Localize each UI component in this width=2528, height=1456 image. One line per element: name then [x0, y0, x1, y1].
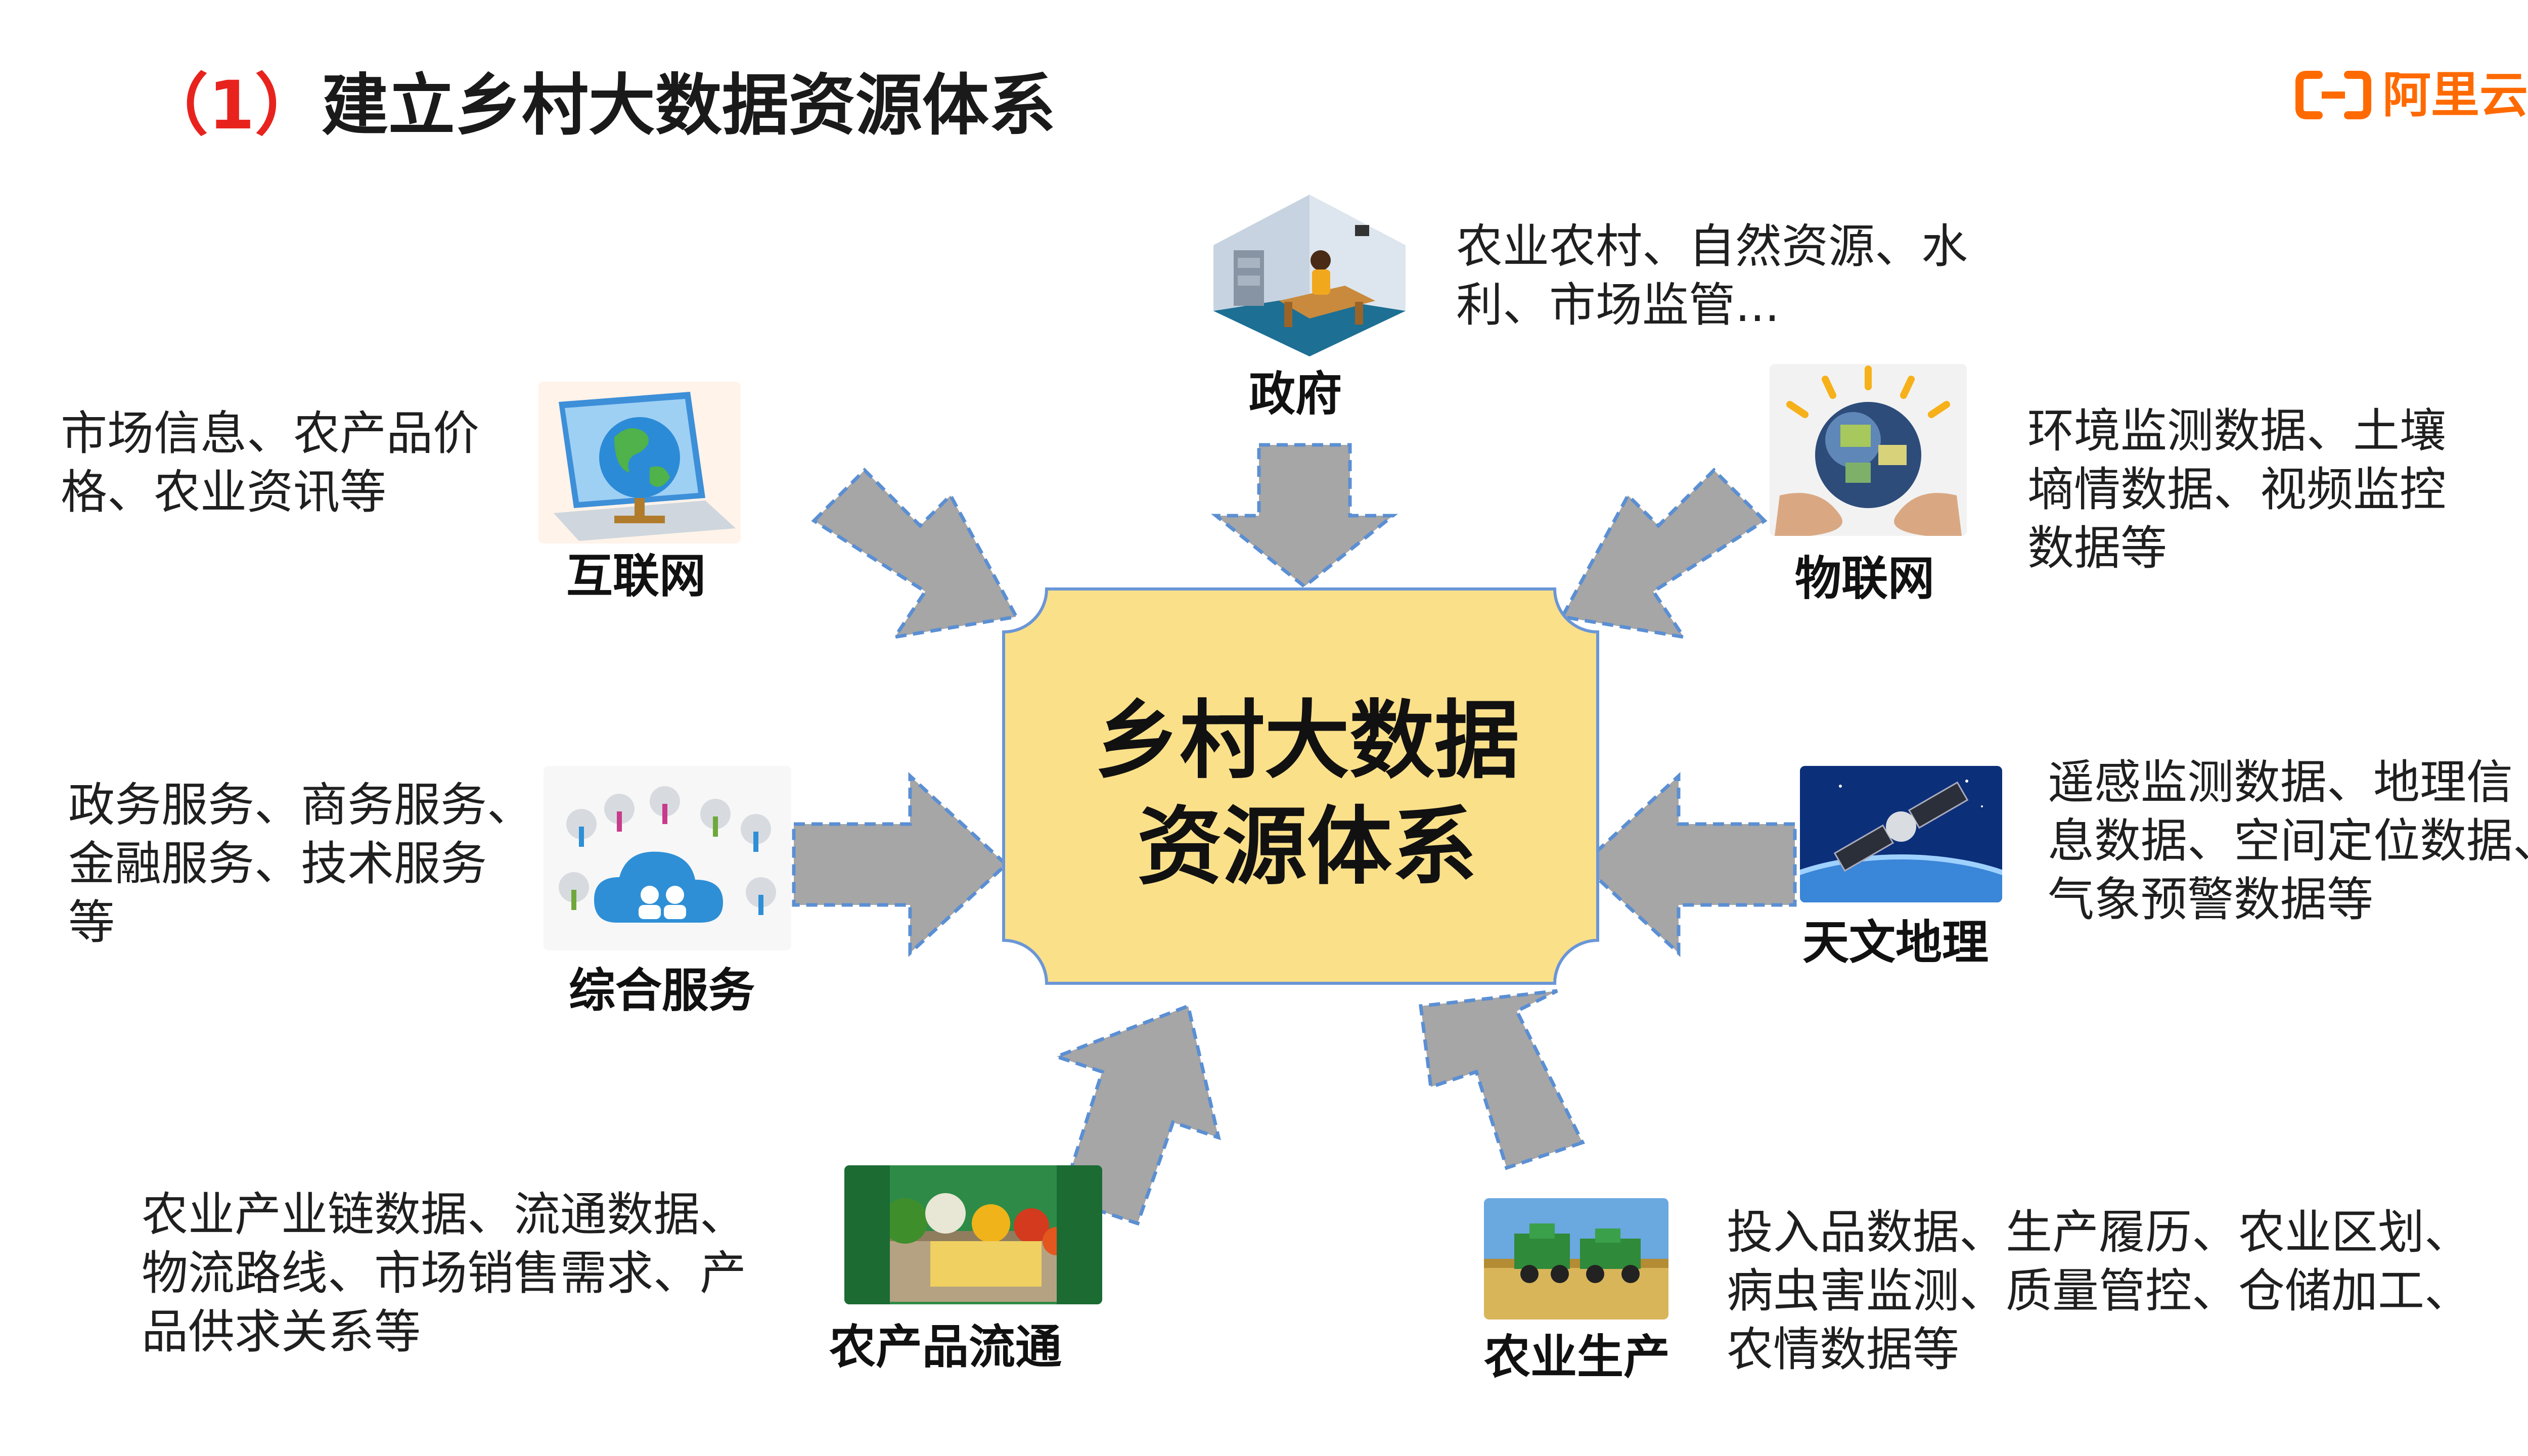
- desc-circulation-line-1: 农业产业链数据、流通数据、: [142, 1188, 747, 1242]
- desc-gov-line-2: 利、市场监管...: [1456, 278, 1780, 332]
- desc-internet: 市场信息、农产品价 格、农业资讯等: [61, 404, 479, 522]
- aliyun-logo: 阿里云: [2295, 71, 2528, 119]
- desc-services-line-2: 金融服务、技术服务: [68, 836, 487, 891]
- desc-services: 政务服务、商务服务、 金融服务、技术服务 等: [68, 776, 533, 952]
- label-production: 农业生产: [1484, 1330, 1671, 1384]
- arrow-gov: [1211, 443, 1398, 589]
- arrow-production: [1419, 989, 1585, 1170]
- desc-iot-line-3: 数据等: [2027, 521, 2168, 575]
- title-number: （1）: [142, 67, 322, 145]
- desc-iot-line-2: 墒情数据、视频监控: [2027, 462, 2447, 517]
- label-internet: 互联网: [566, 549, 706, 603]
- desc-circulation: 农业产业链数据、流通数据、 物流路线、市场销售需求、产 品供求关系等: [142, 1186, 746, 1361]
- cloud-network-icon: [544, 766, 791, 950]
- center-line-2: 资源体系: [1137, 797, 1477, 896]
- desc-services-line-3: 等: [68, 895, 115, 949]
- arrow-services: [792, 772, 1009, 957]
- desc-gov-line-1: 农业农村、自然资源、水: [1456, 219, 1968, 274]
- arrow-iot: [1559, 468, 1768, 640]
- desc-internet-line-1: 市场信息、农产品价: [61, 406, 480, 461]
- label-services: 综合服务: [569, 964, 755, 1018]
- label-gov: 政府: [1249, 367, 1342, 421]
- desc-production: 投入品数据、生产履历、农业区划、 病虫害监测、质量管控、仓储加工、 农情数据等: [1727, 1203, 2471, 1379]
- desc-circulation-line-3: 品供求关系等: [142, 1304, 421, 1359]
- center-shape: [1002, 587, 1599, 985]
- government-office-icon: [1213, 195, 1406, 356]
- page-title: （1）建立乡村大数据资源体系: [142, 66, 1056, 146]
- desc-gov: 农业农村、自然资源、水 利、市场监管...: [1456, 217, 1968, 335]
- desc-circulation-line-2: 物流路线、市场销售需求、产: [142, 1246, 747, 1300]
- arrow-astro: [1579, 772, 1797, 957]
- desc-astro-line-3: 气象预警数据等: [2048, 872, 2374, 927]
- title-text: 建立乡村大数据资源体系: [321, 67, 1056, 145]
- arrow-internet: [811, 468, 1019, 640]
- desc-iot-line-1: 环境监测数据、土壤: [2027, 404, 2447, 458]
- produce-box-icon: [844, 1165, 1102, 1304]
- desc-production-line-3: 农情数据等: [1727, 1322, 1960, 1377]
- desc-astro-line-1: 遥感监测数据、地理信: [2048, 755, 2513, 809]
- logo-text: 阿里云: [2382, 67, 2528, 123]
- desc-iot: 环境监测数据、土壤 墒情数据、视频监控 数据等: [2027, 402, 2446, 578]
- laptop-globe-icon: [538, 382, 741, 543]
- label-iot: 物联网: [1795, 552, 1935, 606]
- hands-globe-icon: [1770, 364, 1967, 536]
- label-circulation: 农产品流通: [829, 1320, 1062, 1374]
- center-line-1: 乡村大数据: [1095, 691, 1519, 790]
- center-title: 乡村大数据 资源体系: [1016, 688, 1598, 900]
- label-astro: 天文地理: [1802, 916, 1989, 970]
- desc-internet-line-2: 格、农业资讯等: [61, 465, 387, 519]
- desc-production-line-2: 病虫害监测、质量管控、仓储加工、: [1727, 1263, 2471, 1318]
- desc-astro-line-2: 息数据、空间定位数据、: [2048, 813, 2528, 868]
- aliyun-logo-icon: [2295, 71, 2371, 119]
- satellite-icon: [1800, 766, 2002, 902]
- desc-services-line-1: 政务服务、商务服务、: [68, 778, 534, 832]
- desc-production-line-1: 投入品数据、生产履历、农业区划、: [1727, 1205, 2471, 1259]
- desc-astro: 遥感监测数据、地理信 息数据、空间定位数据、 气象预警数据等: [2048, 753, 2528, 929]
- harvester-icon: [1484, 1198, 1668, 1320]
